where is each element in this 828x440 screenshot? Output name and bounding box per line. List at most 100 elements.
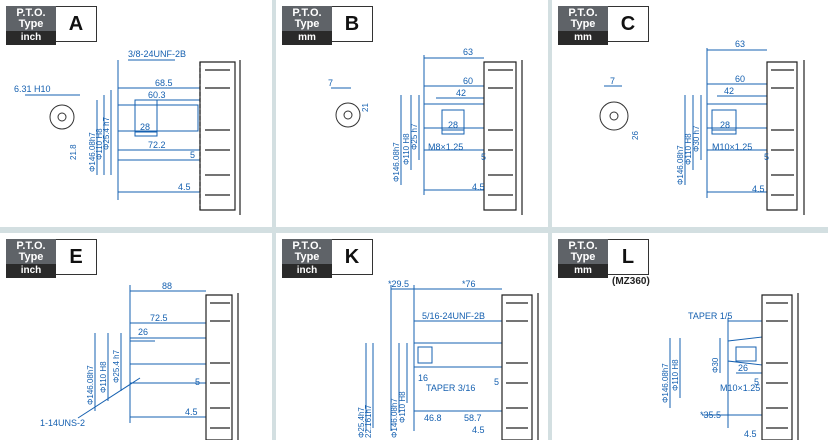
pto-badge: P.T.O.Type inch (6, 6, 56, 45)
type-letter: E (56, 239, 97, 275)
panel-l: P.T.O.Type mm L (MZ360) TAPER 1/5 Φ30 26… (552, 233, 828, 440)
dim-5: 5 (481, 152, 486, 162)
dim-16: 16 (418, 373, 428, 383)
type-letter: K (332, 239, 373, 275)
drawing-a: 3/8-24UNF-2B 6.31 H10 68.5 60.3 28 72.2 … (14, 49, 241, 215)
dim-63: 63 (735, 39, 745, 49)
panel-k: P.T.O.Type inch K *29.5 *76 5/16-24UNF-2… (276, 233, 548, 440)
dim-v4: Φ110 H8 (398, 391, 407, 423)
pto-badge: P.T.O.Type mm (558, 6, 608, 45)
unit-label: inch (282, 264, 332, 278)
dim-76: *76 (462, 279, 476, 289)
drawing-b: 63 60 42 28 M8×1.25 5 4.5 7 21 Φ146.08h7… (328, 47, 523, 215)
dim-v2: Φ110 H8 (684, 133, 693, 165)
dim-4-5: 4.5 (178, 182, 191, 192)
dim-28: 28 (720, 120, 730, 130)
thread-label: M10×1.25 (712, 142, 752, 152)
column-separator (548, 0, 552, 440)
dim-26: 26 (738, 363, 748, 373)
dim-v4: 21.8 (69, 144, 78, 160)
dim-v2: Φ110 H8 (402, 133, 411, 165)
dim-5: 5 (190, 150, 195, 160)
dim-v1: Φ146.08h7 (676, 145, 685, 185)
type-label: Type (294, 251, 320, 263)
type-letter: B (332, 6, 373, 42)
dim-60: 60 (463, 76, 473, 86)
panel-e: P.T.O.Type inch E 88 72.5 26 1-14UNS-2 5… (0, 233, 272, 440)
dim-58-7: 58.7 (464, 413, 482, 423)
pto-label: P.T.O. (16, 240, 46, 252)
shaft-end-circle (49, 104, 75, 130)
pto-label: P.T.O. (292, 7, 322, 19)
model-note: (MZ360) (612, 276, 650, 287)
dim-v2: Φ110 H8 (671, 359, 680, 391)
pto-label: P.T.O. (568, 240, 598, 252)
key-depth: 21 (361, 103, 370, 112)
dim-5: 5 (754, 377, 759, 387)
row-separator (0, 227, 828, 233)
dim-4-5: 4.5 (752, 184, 765, 194)
unit-label: mm (558, 31, 608, 45)
dim-4-5: 4.5 (472, 425, 485, 435)
thread-label: M8×1.25 (428, 142, 463, 152)
drawing-k: *29.5 *76 5/16-24UNF-2B 16 TAPER 3/16 46… (357, 279, 539, 440)
drawing-c: 63 60 42 28 M10×1.25 5 4.5 7 26 Φ146.08h… (599, 39, 805, 215)
thread-label: M10×1.25 (720, 383, 760, 393)
dim-4-5: 4.5 (185, 407, 198, 417)
dim-v1: Φ146.08h7 (392, 142, 401, 182)
type-label: Type (18, 18, 44, 30)
dim-68-5: 68.5 (155, 78, 173, 88)
type-label: Type (18, 251, 44, 263)
dim-5: 5 (195, 377, 200, 387)
dim-5: 5 (494, 377, 499, 387)
dim-v3: Φ25.4 h7 (102, 116, 111, 150)
dim-v3: Φ146.08h7 (390, 398, 399, 438)
type-label: Type (294, 18, 320, 30)
column-separator (272, 0, 276, 440)
dim-63: 63 (463, 47, 473, 57)
dim-28: 28 (140, 122, 150, 132)
type-label: Type (570, 18, 596, 30)
pto-label: P.T.O. (568, 7, 598, 19)
dim-phi30: Φ30 (711, 357, 720, 373)
dim-4-5: 4.5 (472, 182, 485, 192)
unit-label: mm (558, 264, 608, 278)
dim-60: 60 (735, 74, 745, 84)
dim-v2: 22.161h7 (364, 404, 373, 438)
pto-badge: P.T.O.Type mm (558, 239, 608, 278)
type-letter: L (608, 239, 649, 275)
type-letter: C (608, 6, 649, 42)
unit-label: inch (6, 31, 56, 45)
thread-label: 3/8-24UNF-2B (128, 49, 186, 59)
dim-v1: Φ25.4h7 (357, 407, 366, 438)
dim-v1: Φ146.08h7 (86, 365, 95, 405)
dim-35-5: *35.5 (700, 410, 721, 420)
drawing-e: 88 72.5 26 1-14UNS-2 5 4.5 Φ146.08h7 Φ11… (40, 281, 239, 440)
dim-29-5: *29.5 (388, 279, 409, 289)
dim-88: 88 (162, 281, 172, 291)
pto-label: P.T.O. (16, 7, 46, 19)
dim-v3: Φ25 h7 (410, 123, 419, 150)
dim-60-3: 60.3 (148, 90, 166, 100)
taper-label: TAPER 1/5 (688, 311, 732, 321)
dim-v1: Φ146.08h7 (661, 363, 670, 403)
key-width: 7 (328, 78, 333, 88)
dim-46-8: 46.8 (424, 413, 442, 423)
thread-label: 1-14UNS-2 (40, 418, 85, 428)
pto-badge: P.T.O.Type inch (6, 239, 56, 278)
dim-42: 42 (456, 88, 466, 98)
keyway-label: 6.31 H10 (14, 84, 51, 94)
pto-badge: P.T.O.Type inch (282, 239, 332, 278)
dim-26: 26 (138, 327, 148, 337)
dim-4-5: 4.5 (744, 429, 757, 439)
dim-v3: Φ30 h7 (692, 125, 701, 152)
dim-28: 28 (448, 120, 458, 130)
dim-v3: Φ25.4 h7 (112, 349, 121, 383)
dim-42: 42 (724, 86, 734, 96)
thread-label: 5/16-24UNF-2B (422, 311, 485, 321)
panel-b: P.T.O.Type mm B 63 60 42 2 (276, 0, 548, 227)
dim-v1: Φ146.08h7 (88, 132, 97, 172)
key-width: 7 (610, 76, 615, 86)
taper-label: TAPER 3/16 (426, 383, 475, 393)
unit-label: inch (6, 264, 56, 278)
